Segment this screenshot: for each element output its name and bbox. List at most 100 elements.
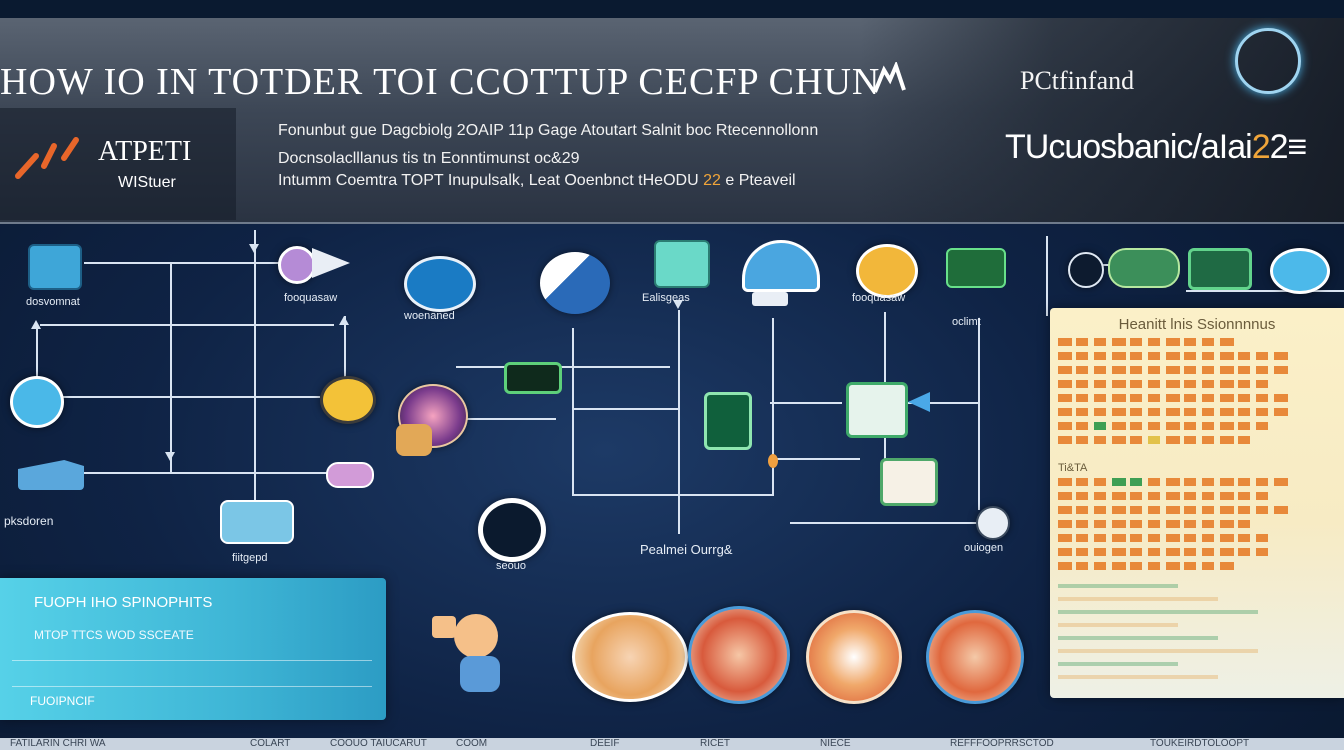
grid-cell — [1148, 380, 1160, 388]
grid-cell — [1184, 534, 1196, 542]
circuit-icon — [946, 248, 1006, 288]
avatar-1 — [572, 612, 688, 702]
grid-cell — [1166, 492, 1180, 500]
grid-cell — [1094, 380, 1106, 388]
truck-icon — [752, 292, 788, 306]
bottom-label-8: REFFFOOPRRSCTOD — [950, 738, 1054, 749]
grid-cell — [1184, 366, 1196, 374]
hand-icon — [870, 60, 910, 101]
grid-cell — [1076, 366, 1088, 374]
worker-icon — [430, 606, 530, 698]
cyan-panel-title: FUOPH IHO SPINOPHITS — [34, 594, 213, 611]
grid-cell — [1094, 506, 1106, 514]
grid-cell — [1094, 492, 1106, 500]
grid-line — [1058, 584, 1178, 588]
grid-cell — [1058, 352, 1072, 360]
grid-cell — [1166, 548, 1180, 556]
big-number: TUcuosbanic/aIai22≡ — [1005, 128, 1307, 166]
grid-cell — [1094, 548, 1106, 556]
ring-icon — [478, 498, 546, 562]
grid-cell — [1112, 436, 1126, 444]
grid-cell — [1094, 394, 1106, 402]
grid-cell — [1058, 394, 1072, 402]
grid-cell — [1112, 534, 1126, 542]
grid-cell — [1184, 548, 1196, 556]
grid-cell — [1184, 478, 1196, 486]
grid-cell — [1202, 492, 1214, 500]
grid-cell — [1076, 506, 1088, 514]
coin-icon — [856, 244, 918, 298]
grid-cell — [1220, 352, 1234, 360]
grid-cell — [1202, 478, 1214, 486]
grid-cell — [1130, 394, 1142, 402]
screen-icon — [1188, 248, 1252, 290]
grid-cell — [1166, 422, 1180, 430]
bottom-label-3: COOUO TAIUCARUT — [330, 738, 427, 749]
device-icon — [504, 362, 562, 394]
grid-cell — [1256, 506, 1268, 514]
grid-line — [1058, 636, 1218, 640]
bag-icon — [396, 424, 432, 456]
grid-cell — [1058, 366, 1072, 374]
bottom-label-7: NIECE — [820, 738, 851, 749]
grid-cell — [1148, 478, 1160, 486]
grid-cell — [1130, 338, 1142, 346]
grid-cell — [1256, 408, 1268, 416]
grid-cell — [1076, 408, 1088, 416]
info-panel-cream: Heanitt lnis Ssionnnnus Ti&TA — [1050, 308, 1344, 698]
grid-cell — [1238, 534, 1250, 542]
header-line-1: Fonunbut gue Dagcbiolg 2OAIP 11p Gage At… — [278, 122, 819, 139]
grid-cell — [1112, 548, 1126, 556]
grid-cell — [1184, 338, 1196, 346]
grid-cell — [1058, 548, 1072, 556]
grid-line — [1058, 597, 1218, 601]
grid-cell — [1058, 380, 1072, 388]
grid-cell — [1148, 562, 1160, 570]
node-label-3: woenaned — [404, 310, 455, 322]
grid-cell — [1076, 534, 1088, 542]
grid-cell — [1202, 394, 1214, 402]
grid-cell — [1112, 520, 1126, 528]
globe-icon — [1235, 28, 1301, 94]
marker-icon — [768, 454, 778, 468]
grid-cell — [1076, 478, 1088, 486]
grid-cell — [1274, 352, 1288, 360]
bottom-strip: FATILARIN CHRI WA COLART COOUO TAIUCARUT… — [0, 738, 1344, 750]
camera-icon — [220, 500, 294, 544]
printer-icon — [880, 458, 938, 506]
grid-cell — [1184, 506, 1196, 514]
cyan-panel-subtitle: MTOP TTCS WOD SSCEATE — [34, 628, 194, 642]
node-label-4: Ealisgeas — [642, 292, 690, 304]
grid-cell — [1166, 436, 1180, 444]
grid-cell — [1220, 506, 1234, 514]
grid-cell — [1220, 422, 1234, 430]
grid-cell — [1220, 520, 1234, 528]
grid-cell — [1184, 408, 1196, 416]
grid-cell — [1058, 436, 1072, 444]
grid-cell — [1220, 548, 1234, 556]
grid-cell — [1220, 380, 1234, 388]
grid-cell — [1094, 408, 1106, 416]
grid-cell — [1112, 380, 1126, 388]
grid-cell — [1238, 422, 1250, 430]
grid-cell — [1130, 492, 1142, 500]
keypad-icon — [846, 382, 908, 438]
grid-cell — [1256, 478, 1268, 486]
monitor-icon — [404, 256, 476, 312]
avatar-4 — [926, 610, 1024, 704]
grid-cell — [1184, 436, 1196, 444]
bottom-label-1: FATILARIN CHRI WA — [10, 738, 106, 749]
grid-cell — [1202, 366, 1214, 374]
grid-cell — [1184, 562, 1196, 570]
node-label-6: oclimt — [952, 316, 981, 328]
grid-cell — [1148, 394, 1160, 402]
grid-cell — [1076, 380, 1088, 388]
grid-cell — [1076, 492, 1088, 500]
grid-cell — [1112, 408, 1126, 416]
grid-cell — [1220, 478, 1234, 486]
grid-cell — [1184, 422, 1196, 430]
avatar-2 — [688, 606, 790, 704]
grid-cell — [1166, 408, 1180, 416]
grid-cell — [1076, 338, 1088, 346]
arrow-left-icon — [908, 392, 930, 412]
